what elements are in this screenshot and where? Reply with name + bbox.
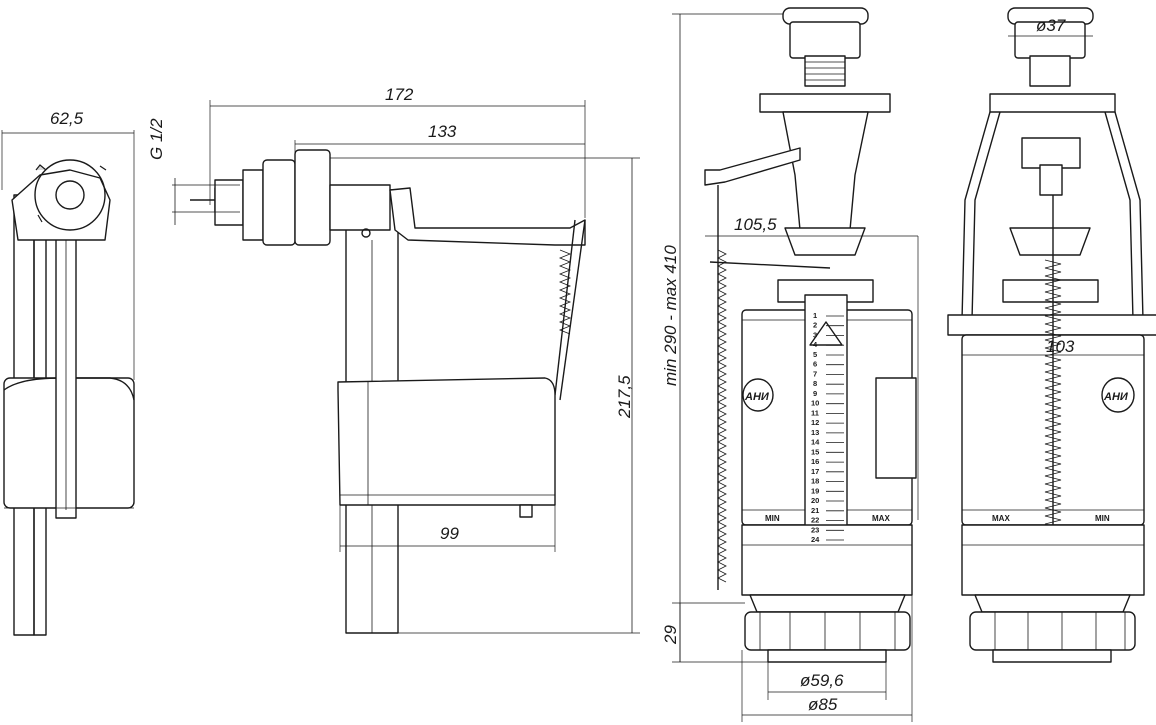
- scale-mark: 5: [813, 350, 817, 359]
- dim-thread-height: 29: [661, 602, 768, 663]
- dim-side-width-label: 62,5: [50, 109, 84, 128]
- scale-mark: 10: [811, 399, 819, 408]
- scale-mark: 22: [811, 516, 819, 525]
- scale-mark: 9: [813, 389, 817, 398]
- min-label-front: MIN: [1095, 514, 1110, 523]
- flush-valve-front-view: АНИ MAX MIN: [947, 7, 1156, 663]
- scale-mark: 3: [813, 331, 817, 340]
- scale-mark: 14: [811, 438, 820, 447]
- dim-body-width: 103: [962, 337, 1144, 356]
- fill-valve-front-view: [190, 149, 586, 634]
- max-label-side: MAX: [872, 514, 890, 523]
- dim-float-width-label: 99: [440, 524, 459, 543]
- dim-side-width: 62,5: [1, 109, 135, 380]
- scale-mark: 1: [813, 311, 817, 320]
- flush-logo-side: АНИ: [744, 391, 770, 403]
- dim-outlet-inner-label: ø59,6: [800, 671, 844, 690]
- scale-mark: 11: [811, 408, 819, 417]
- dim-button-diameter-label: ø37: [1036, 16, 1066, 35]
- flush-logo-front: АНИ: [1103, 391, 1129, 403]
- dim-outlet-outer-label: ø85: [808, 695, 838, 714]
- scale-mark: 18: [811, 477, 819, 486]
- dim-overall-length: 172: [209, 85, 586, 218]
- scale-mark: 4: [813, 340, 818, 349]
- scale-mark: 7: [813, 369, 817, 378]
- dim-height: 217,5: [330, 157, 640, 634]
- scale-mark: 21: [811, 506, 819, 515]
- scale-mark: 24: [811, 535, 820, 544]
- dim-thread-label: G 1/2: [147, 118, 166, 160]
- dim-thread-height-label: 29: [661, 625, 680, 645]
- max-label-front: MAX: [992, 514, 1010, 523]
- scale-mark: 16: [811, 457, 819, 466]
- dim-arm-length: 133: [294, 122, 585, 155]
- dim-outlet-outer: ø85: [741, 525, 913, 722]
- min-label-side: MIN: [765, 514, 780, 523]
- scale-mark: 13: [811, 428, 819, 437]
- dim-outlet-inner: ø59,6: [767, 662, 887, 700]
- fill-valve-side-view: [3, 159, 135, 636]
- dim-lever-reach-label: 105,5: [734, 215, 777, 234]
- scale-mark: 2: [813, 321, 817, 330]
- scale-mark: 6: [813, 360, 817, 369]
- dim-thread: G 1/2: [147, 118, 240, 225]
- dim-body-width-label: 103: [1046, 337, 1075, 356]
- scale-mark: 23: [811, 525, 819, 534]
- dim-arm-length-label: 133: [428, 122, 457, 141]
- dim-height-range: min 290 - max 410: [661, 13, 783, 662]
- dim-height-label: 217,5: [615, 375, 634, 419]
- scale-mark: 17: [811, 467, 819, 476]
- dim-overall-length-label: 172: [385, 85, 414, 104]
- dim-lever-reach: 105,5: [705, 215, 919, 520]
- scale-mark: 12: [811, 418, 819, 427]
- scale-mark: 15: [811, 447, 819, 456]
- scale-mark: 19: [811, 486, 819, 495]
- dim-button-diameter: ø37: [1008, 16, 1093, 37]
- flush-valve-side-view: АНИ MIN MAX 1234567891011121314151617181…: [704, 7, 917, 663]
- scale-mark: 8: [813, 379, 817, 388]
- dim-float-width: 99: [339, 505, 556, 552]
- scale-mark: 20: [811, 496, 819, 505]
- dim-height-range-label: min 290 - max 410: [661, 245, 680, 386]
